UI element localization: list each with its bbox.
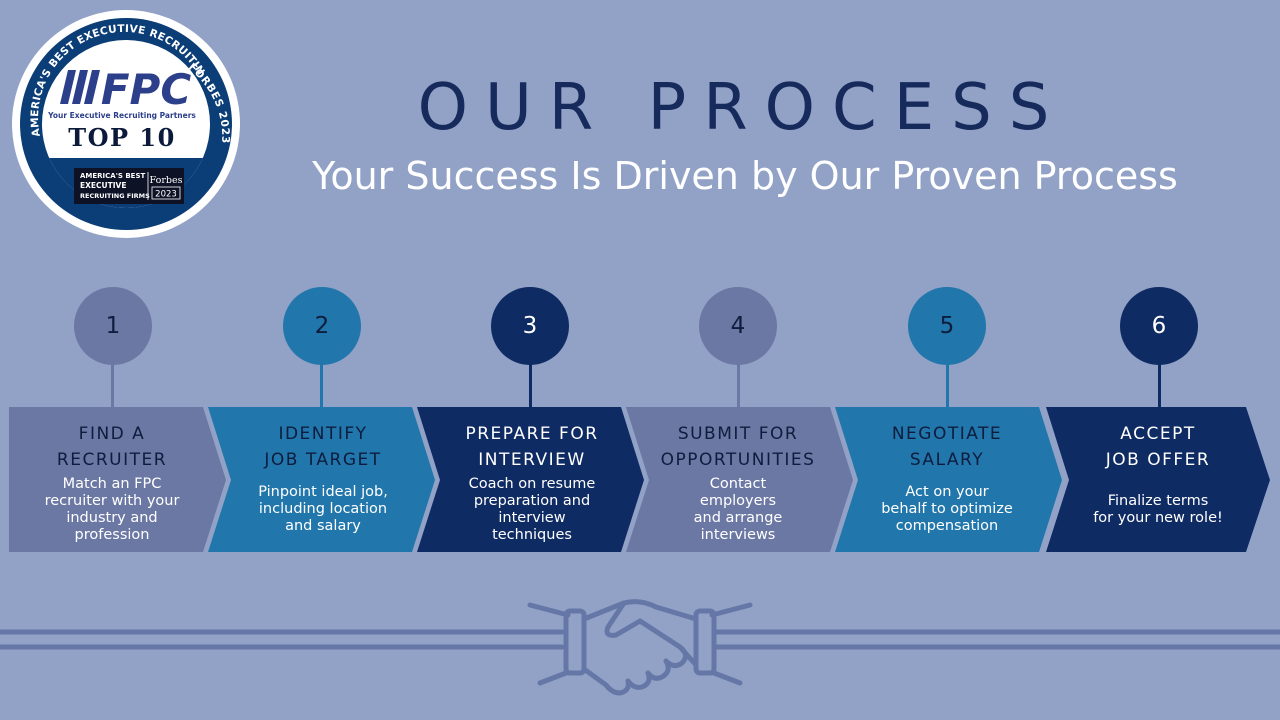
step-4-number: 4 [730,313,746,339]
step-2-number: 2 [314,313,330,339]
step-2-heading: IDENTIFY JOB TARGET [264,424,382,470]
step-2-card: IDENTIFY JOB TARGET Pinpoint ideal job, … [228,407,418,552]
step-1-heading: FIND A RECRUITER [56,424,168,470]
arrow-step-5 [835,407,1062,552]
step-1-number: 1 [105,313,121,339]
step-1-stem [111,363,114,409]
step-6-card: ACCEPT JOB OFFER Finalize terms for your… [1063,407,1253,552]
badge-rank: TOP 10 [68,123,176,152]
arrow-step-4 [626,407,853,552]
step-2-description: Pinpoint ideal job, including location a… [258,484,388,534]
page-title: OUR PROCESS [417,71,1067,145]
page-subtitle: Your Success Is Driven by Our Proven Pro… [312,154,1178,198]
step-1-card: FIND A RECRUITER Match an FPC recruiter … [20,407,204,552]
step-3-number: 3 [522,313,538,339]
step-3-description: Coach on resume preparation and intervie… [468,476,596,543]
badge-seal-icon: AMERICA'S BEST EXECUTIVE RECRUITING FIRM… [10,8,240,238]
step-2-circle: 2 [283,287,361,365]
step-5-stem [946,363,949,409]
step-4-card: SUBMIT FOR OPPORTUNITIES Contact employe… [643,407,833,552]
step-6-number: 6 [1151,313,1167,339]
step-4-heading: SUBMIT FOR OPPORTUNITIES [660,424,816,470]
badge-seal-line3: RECRUITING FIRMS [80,192,150,200]
step-5-circle: 5 [908,287,986,365]
step-5-description: Act on your behalf to optimize compensat… [881,484,1013,534]
badge-seal-year: 2023 [155,190,177,200]
badge-seal-line1: AMERICA'S BEST [80,172,145,180]
step-6-heading: ACCEPT JOB OFFER [1105,424,1211,470]
arrow-step-3 [417,407,644,552]
step-6-description: Finalize terms for your new role! [1093,493,1223,526]
step-5-card: NEGOTIATE SALARY Act on your behalf to o… [852,407,1042,552]
arrow-step-2 [208,407,435,552]
badge-seal-line2: EXECUTIVE [80,181,126,190]
step-3-heading: PREPARE FOR INTERVIEW [465,424,599,470]
step-3-stem [529,363,532,409]
step-2-stem [320,363,323,409]
step-5-heading: NEGOTIATE SALARY [891,424,1003,470]
step-3-circle: 3 [491,287,569,365]
step-5-number: 5 [939,313,955,339]
step-4-stem [737,363,740,409]
forbes-top10-badge: AMERICA'S BEST EXECUTIVE RECRUITING FIRM… [10,8,242,240]
arrow-step-1 [9,407,226,552]
handshake-icon [0,599,1280,696]
badge-seal-brand: Forbes [150,175,183,186]
step-1-circle: 1 [74,287,152,365]
badge-logo: FPC [101,65,191,114]
step-3-card: PREPARE FOR INTERVIEW Coach on resume pr… [437,407,627,552]
step-4-description: Contact employers and arrange interviews [693,476,783,543]
step-6-stem [1158,363,1161,409]
badge-tagline: Your Executive Recruiting Partners [47,111,196,120]
step-6-circle: 6 [1120,287,1198,365]
arrow-step-6 [1046,407,1270,552]
step-1-description: Match an FPC recruiter with your industr… [44,476,180,543]
step-4-circle: 4 [699,287,777,365]
